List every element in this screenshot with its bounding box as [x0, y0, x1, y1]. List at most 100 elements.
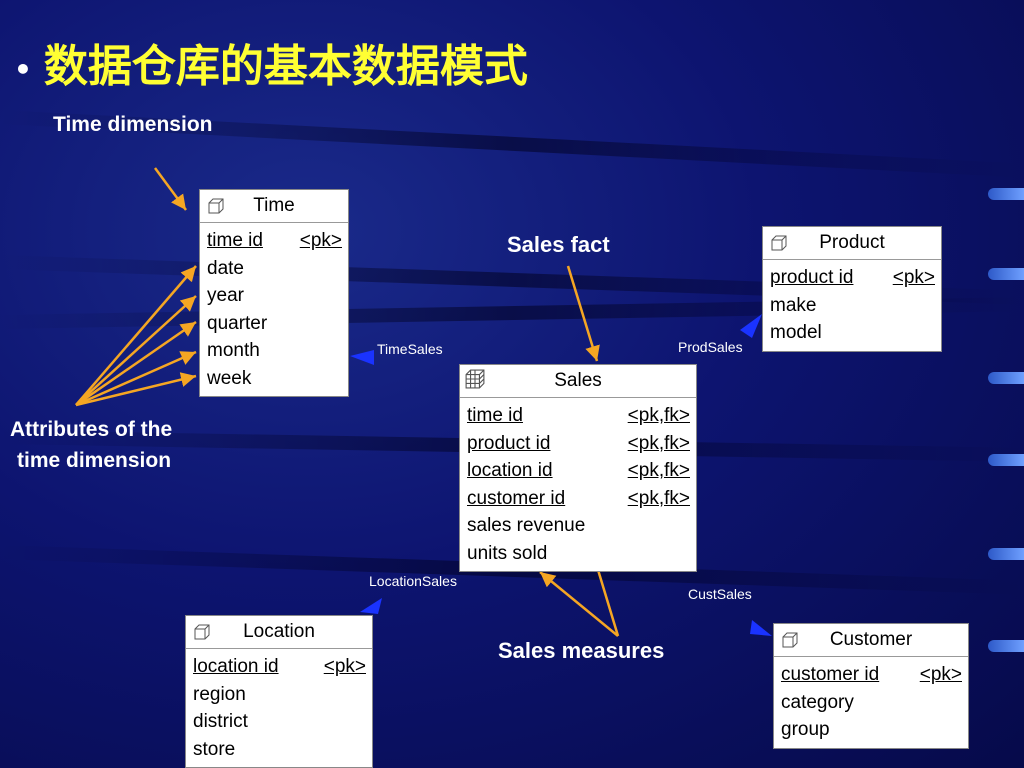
timesales-label: TimeSales [377, 341, 443, 357]
time-dimension-arrow [153, 167, 188, 211]
entity-row: time id <pk,fk> [467, 402, 690, 430]
field-name: region [193, 683, 246, 705]
field-name: week [207, 367, 252, 389]
edge-decoration [988, 372, 1024, 384]
field-name: group [781, 719, 830, 740]
page-title: • 数据仓库的基本数据模式 [14, 30, 528, 94]
entity-row: time id <pk> [207, 227, 342, 255]
field-key: <pk> [299, 230, 342, 251]
entity-header: Customer [774, 624, 968, 657]
fact-table-icon [465, 369, 485, 389]
entity-row: store [193, 736, 366, 764]
field-key: <pk> [892, 267, 935, 288]
prodsales-arrowhead [740, 314, 762, 338]
sales-fact-label: Sales fact [507, 232, 610, 257]
field-key: <pk> [323, 656, 366, 677]
title-bullet: • [14, 52, 32, 86]
field-name: product id [467, 432, 551, 454]
entity-row: customer id <pk> [781, 661, 962, 689]
entity-row: category [781, 689, 962, 717]
sales-entity[interactable]: Sales time id <pk,fk> product id <pk,fk> l… [459, 364, 697, 572]
entity-row: product id <pk> [770, 264, 935, 292]
field-name: location id [193, 656, 279, 677]
field-key: <pk,fk> [627, 432, 690, 454]
entity-row: month [207, 337, 342, 365]
entity-row: customer id <pk,fk> [467, 485, 690, 513]
edge-decoration [988, 188, 1024, 200]
entity-header: Location [186, 616, 372, 649]
dimension-cube-icon [194, 624, 210, 640]
field-name: year [207, 285, 244, 306]
sales-measures-arrow [539, 571, 619, 637]
field-name: time id [467, 405, 523, 426]
dimension-cube-icon [208, 198, 224, 214]
field-name: customer id [467, 487, 566, 509]
edge-decoration [988, 454, 1024, 466]
entity-header: Product [763, 227, 941, 260]
sales-fact-arrow [566, 265, 600, 362]
field-name: product id [770, 267, 854, 288]
entity-title: Time [253, 195, 295, 216]
entity-row: district [193, 708, 366, 736]
entity-row: group [781, 716, 962, 744]
entity-header: Sales [460, 365, 696, 398]
custsales-label: CustSales [688, 586, 752, 602]
customer-entity[interactable]: Customer customer id <pk> category group [773, 623, 969, 749]
prodsales-label: ProdSales [678, 339, 743, 355]
attribute-arrow [75, 372, 197, 407]
field-name: model [770, 322, 822, 343]
page-title-text: 数据仓库的基本数据模式 [43, 41, 528, 92]
entity-row: region [193, 681, 366, 709]
timesales-arrowhead [350, 350, 374, 365]
field-name: date [207, 257, 244, 279]
dimension-cube-icon [771, 235, 787, 251]
entity-row: units sold [467, 540, 690, 568]
field-name: units sold [467, 542, 548, 564]
field-key: <pk,fk> [627, 487, 690, 509]
edge-decoration [988, 268, 1024, 280]
field-name: quarter [207, 312, 268, 334]
field-name: time id [207, 230, 263, 251]
field-name: make [770, 294, 817, 316]
field-name: store [193, 738, 236, 760]
entity-row: location id <pk,fk> [467, 457, 690, 485]
field-name: category [781, 691, 854, 713]
sales-measures-label: Sales measures [498, 638, 665, 663]
entity-row: year [207, 282, 342, 310]
entity-row: date [207, 255, 342, 283]
field-key: <pk,fk> [627, 405, 690, 426]
entity-title: Product [819, 232, 885, 253]
attribute-arrow [75, 295, 197, 406]
edge-decoration [988, 548, 1024, 560]
entity-row: location id <pk> [193, 653, 366, 681]
dimension-cube-icon [782, 632, 798, 648]
edge-decoration [988, 640, 1024, 652]
time-entity[interactable]: Time time id <pk> date year quarter month… [199, 189, 349, 397]
attribute-arrow [75, 320, 197, 407]
entity-row: product id <pk,fk> [467, 430, 690, 458]
entity-title: Customer [829, 629, 913, 650]
product-entity[interactable]: Product product id <pk> make model [762, 226, 942, 352]
field-key: <pk> [919, 664, 962, 685]
field-key: <pk,fk> [627, 460, 690, 481]
attributes-label-line1: Attributes of the [10, 418, 173, 441]
entity-title: Sales [554, 370, 602, 391]
field-name: customer id [781, 664, 880, 685]
entity-header: Time [200, 190, 348, 223]
entity-row: model [770, 319, 935, 347]
entity-row: quarter [207, 310, 342, 338]
field-name: sales revenue [467, 515, 586, 536]
entity-title: Location [243, 621, 315, 642]
entity-row: make [770, 292, 935, 320]
entity-row: week [207, 365, 342, 393]
locationsales-label: LocationSales [369, 573, 457, 589]
field-name: district [193, 711, 248, 732]
time-dimension-label: Time dimension [53, 113, 213, 136]
field-name: location id [467, 460, 553, 481]
custsales-arrowhead [750, 620, 772, 636]
entity-row: sales revenue [467, 512, 690, 540]
locationsales-arrowhead [360, 598, 382, 614]
field-name: month [207, 340, 260, 361]
location-entity[interactable]: Location location id <pk> region district… [185, 615, 373, 768]
